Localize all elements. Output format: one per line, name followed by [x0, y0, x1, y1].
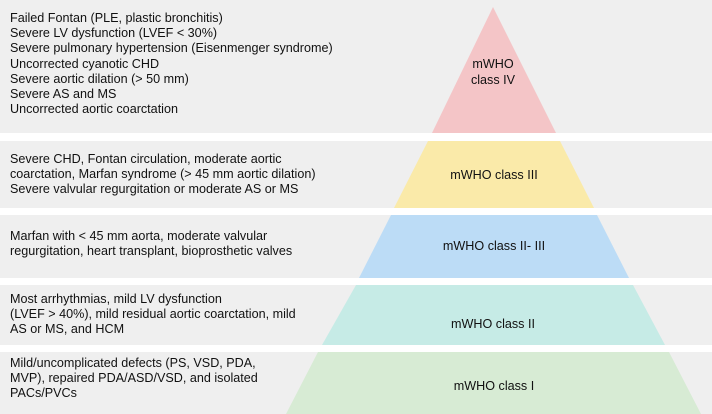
band-class-iv: Failed Fontan (PLE, plastic bronchitis) …: [0, 0, 712, 133]
band-criteria-class-i: Mild/uncomplicated defects (PS, VSD, PDA…: [10, 356, 258, 401]
band-criteria-class-iv: Failed Fontan (PLE, plastic bronchitis) …: [10, 11, 333, 117]
band-criteria-class-ii: Most arrhythmias, mild LV dysfunction (L…: [10, 292, 296, 337]
band-class-ii-iii: Marfan with < 45 mm aorta, moderate valv…: [0, 215, 712, 278]
band-criteria-class-iii: Severe CHD, Fontan circulation, moderate…: [10, 152, 316, 197]
band-class-iii: Severe CHD, Fontan circulation, moderate…: [0, 141, 712, 208]
band-class-i: Mild/uncomplicated defects (PS, VSD, PDA…: [0, 352, 712, 414]
band-criteria-class-ii-iii: Marfan with < 45 mm aorta, moderate valv…: [10, 229, 293, 259]
band-class-ii: Most arrhythmias, mild LV dysfunction (L…: [0, 285, 712, 345]
